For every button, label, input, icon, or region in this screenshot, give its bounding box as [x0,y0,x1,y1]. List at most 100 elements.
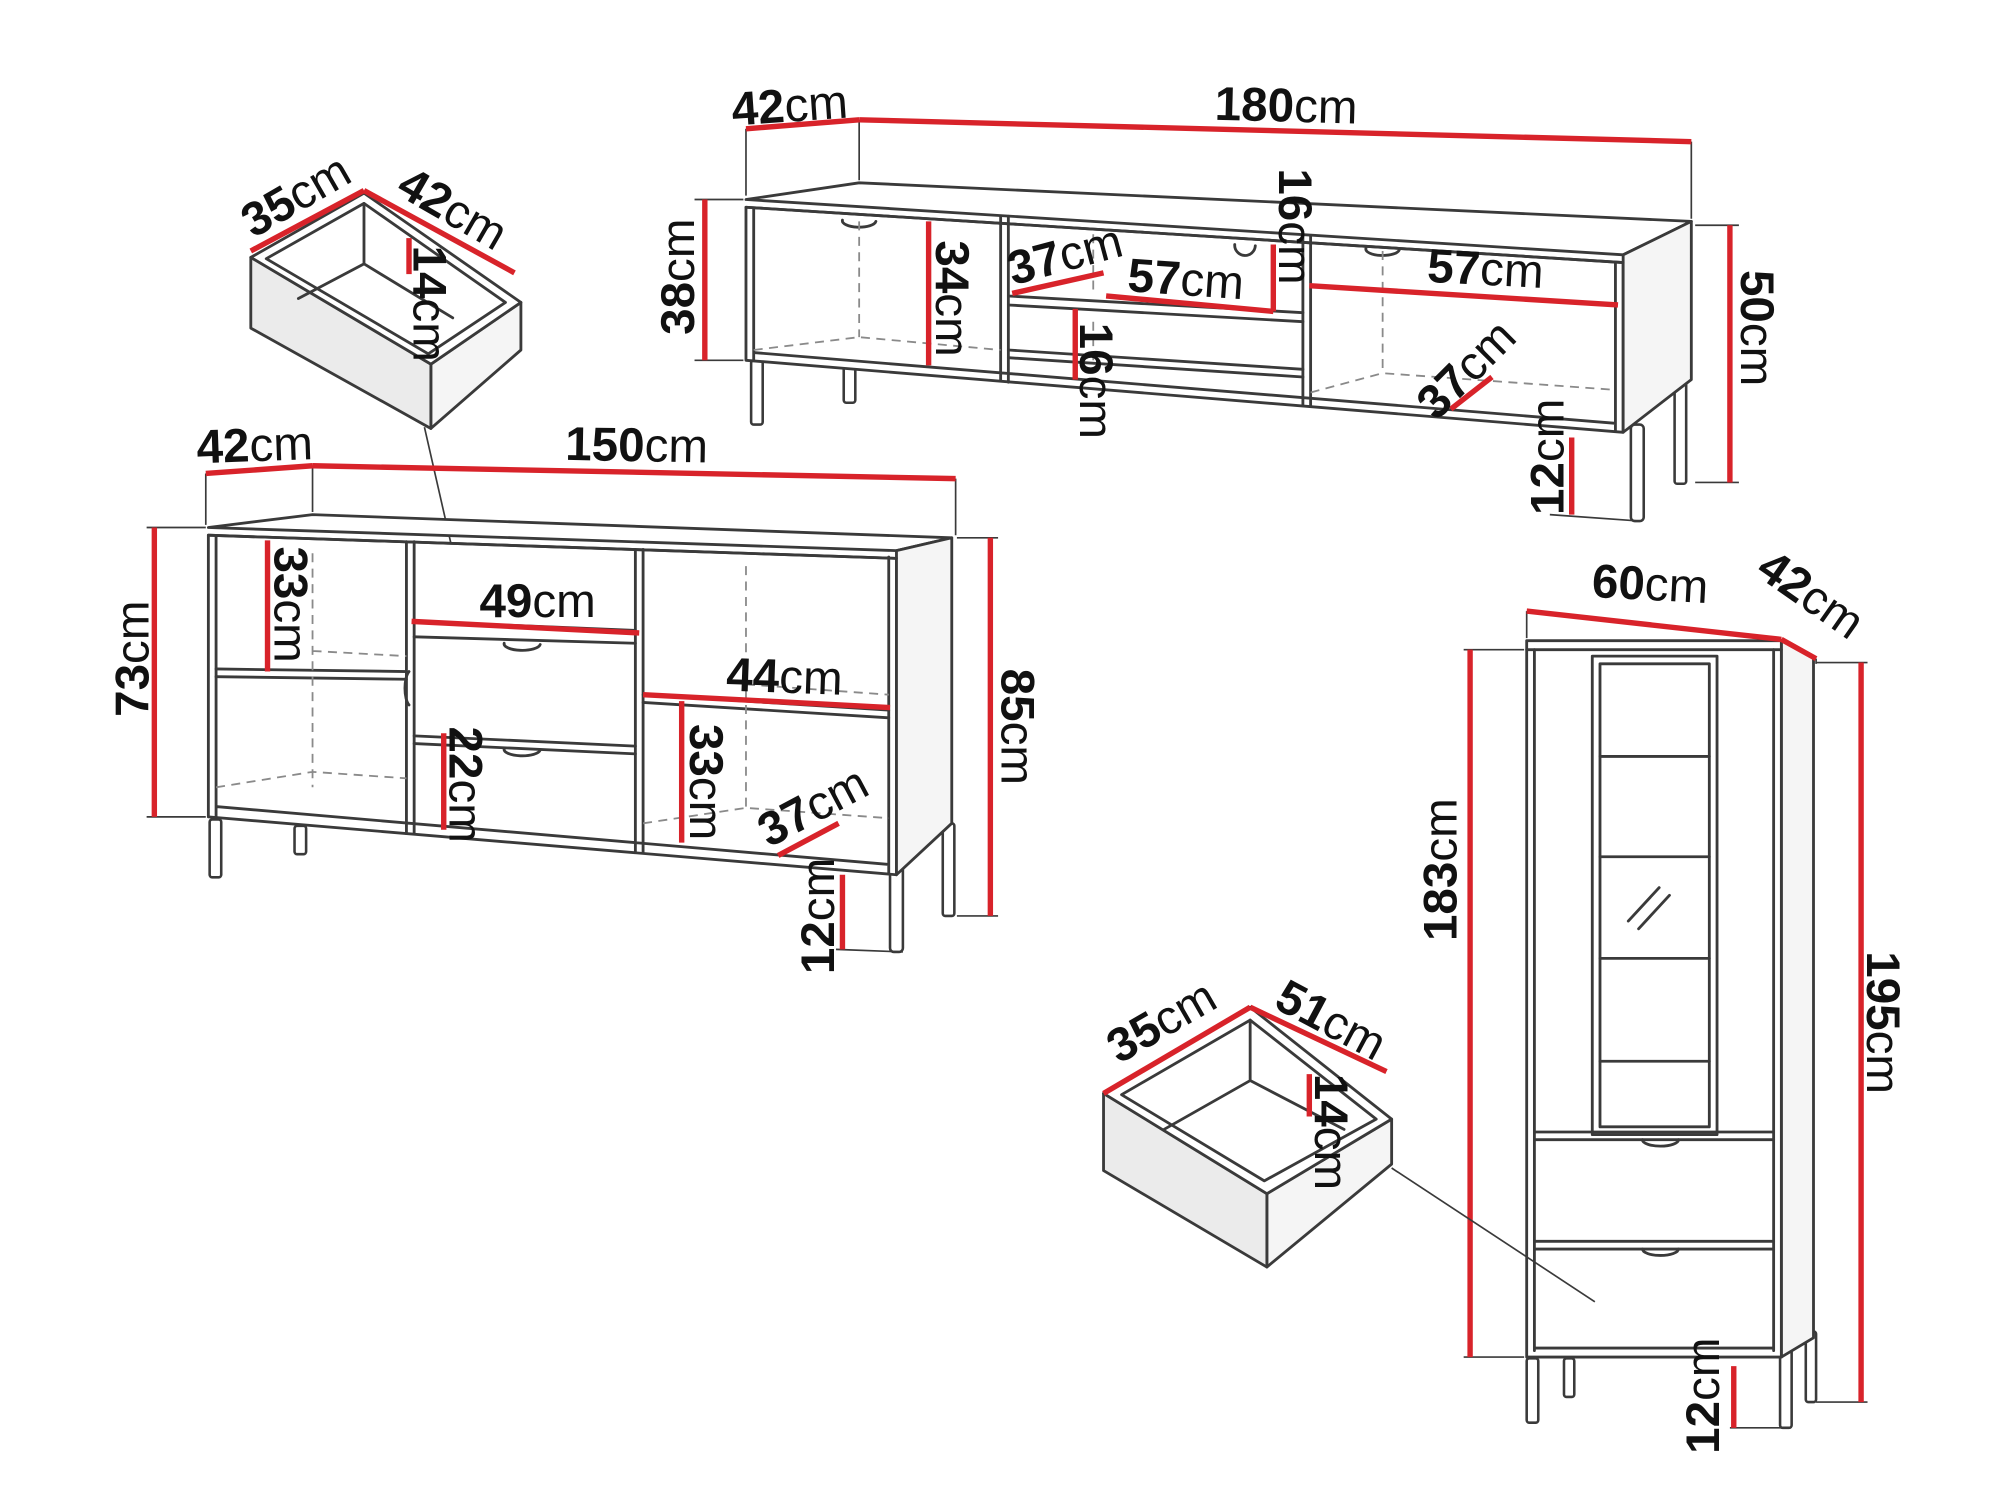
sideboard-drawer-height-value: 22 [439,727,492,780]
cabinet-right-side [1779,639,1815,1359]
sideboard-left-shelf [214,667,408,681]
sideboard-extension-lines-path [146,465,999,953]
sideboard-right-side [895,536,954,877]
sideboard-leg-back-right [941,822,956,918]
cabinet-leg-front-left [1525,1357,1540,1424]
sideboard-right-compartment-width-line [642,691,891,711]
sideboard-total-height-unit: cm [991,722,1044,785]
sideboard-inner-depth-line [776,820,840,858]
large-drawer-depth-line [1102,1004,1252,1096]
tv-stand-right-side [1621,219,1693,434]
large-drawer-height-unit: cm [1305,1127,1358,1190]
tv-total-height-label: 50cm [1730,270,1783,386]
tv-leg-height-unit: cm [1521,399,1574,462]
large-drawer-height-label: 14cm [1305,1074,1358,1190]
large-drawer-interior-edges [1162,1018,1346,1131]
sideboard-width-unit: cm [644,419,708,473]
small-drawer-drawing [249,191,523,430]
tv-width-unit: cm [1293,79,1358,134]
small-drawer-inner-rim [264,201,507,356]
tv-middle-depth-value: 37 [1002,231,1067,296]
large-drawer-leader-line [1391,1167,1596,1303]
sideboard-drawer-width-line [411,618,640,636]
tv-stand-drawing [744,181,1693,523]
sideboard-right-compartment-height-label: 33cm [680,724,733,840]
tv-middle-upper-height-label: 16cm [1269,168,1322,284]
cabinet-leg-height-label: 12cm [1676,1337,1729,1453]
tv-stand-labels: 42cm 180cm 38cm 50cm 34cm 37cm 57cm 16cm… [651,75,1783,515]
tv-stand-middle-shelves [1006,294,1305,379]
tv-depth-label: 42cm [730,75,850,136]
sideboard-total-height-label: 85cm [991,669,1044,785]
sideboard-door-notch [403,670,411,707]
tv-stand-top-edge [744,205,1625,264]
sideboard-depth-value: 42 [196,419,251,474]
cabinet-leg-back-left [1562,1357,1576,1399]
large-drawer-inner-rim [1120,1018,1378,1183]
sideboard-body-height-value: 73 [106,664,159,717]
tv-middle-width-line [1105,293,1274,315]
sideboard-dimension-lines [151,463,994,950]
small-drawer-width-line [362,188,516,276]
cabinet-total-height-label: 195cm [1856,951,1909,1094]
cabinet-body-height-value: 183 [1414,862,1467,941]
cabinet-total-height-value: 195 [1856,951,1909,1030]
sideboard-leg-back-left [293,824,308,856]
sideboard-drawing [206,513,956,954]
sideboard-width-line [312,463,956,482]
sideboard-left-compartment-height-value: 33 [264,546,317,599]
cabinet-extension-lines [1463,611,1868,1429]
tv-right-width-label: 57cm [1426,239,1545,298]
tv-width-value: 180 [1214,77,1295,132]
sideboard-top-edge [206,533,898,560]
tv-middle-upper-height-unit: cm [1269,221,1322,284]
cabinet-extension-lines-path [1463,611,1868,1429]
tv-width-line [859,117,1692,145]
tv-total-height-unit: cm [1730,323,1783,386]
tv-total-height-value: 50 [1730,270,1783,323]
sideboard-drawer-handles [502,641,542,758]
sideboard-right-compartment-width-unit: cm [778,650,843,705]
tv-depth-unit: cm [783,75,850,132]
cabinet-labels: 60cm 42cm 183cm 195cm 12cm [1414,539,1909,1454]
cabinet-depth-line [1780,637,1818,662]
tv-middle-width-value: 57 [1126,249,1182,306]
sideboard-left-compartment-height-label: 33cm [264,546,317,662]
sideboard-left-compartment-height-unit: cm [264,599,317,662]
sideboard-drawer-width-unit: cm [532,574,595,627]
small-drawer-height-label: 14cm [403,246,456,362]
tv-middle-upper-height-value: 16 [1269,168,1322,221]
sideboard-leg-front-left [208,818,223,879]
sideboard-right-compartment-width-label: 44cm [725,648,843,705]
sideboard-labels: 42cm 150cm 73cm 85cm 33cm 49cm 44cm 22cm… [106,417,1044,974]
tv-left-compartment-height-value: 34 [925,240,978,293]
cabinet-glass-pane [1598,662,1711,1129]
sideboard-leg-height-label: 12cm [792,858,845,974]
tv-depth-line [745,117,860,132]
tv-stand-dimension-lines [702,117,1733,515]
tv-stand-extension-lines-path [694,119,1739,522]
tv-stand-leg-front-right [1629,423,1646,523]
small-drawer-depth-line [249,188,366,254]
sideboard-drawer-width-label: 49cm [479,574,595,627]
tv-body-height-unit: cm [651,219,704,282]
small-drawer-height-unit: cm [403,298,456,361]
tv-stand-leg-front-left [749,359,764,426]
tv-right-width-line [1309,282,1619,308]
sideboard-drawer-height-unit: cm [439,779,492,842]
tv-middle-width-unit: cm [1179,252,1246,309]
tv-middle-lower-height-value: 16 [1069,323,1122,376]
large-drawer-height-value: 14 [1305,1074,1358,1127]
cabinet-width-label: 60cm [1591,555,1710,614]
cabinet-body-height-label: 183cm [1414,798,1467,941]
large-drawer-width-line [1249,1004,1388,1074]
sideboard-width-label: 150cm [565,417,709,472]
sideboard-total-height-value: 85 [991,669,1044,722]
sideboard-right-compartment-width-value: 44 [725,648,780,703]
sideboard-leg-height-unit: cm [792,858,845,921]
small-drawer-dimension-lines [249,188,516,276]
cabinet-inner-frame [1532,648,1776,1353]
sideboard-extension-lines [146,465,999,953]
large-drawer-dimension-lines [1102,1004,1388,1117]
